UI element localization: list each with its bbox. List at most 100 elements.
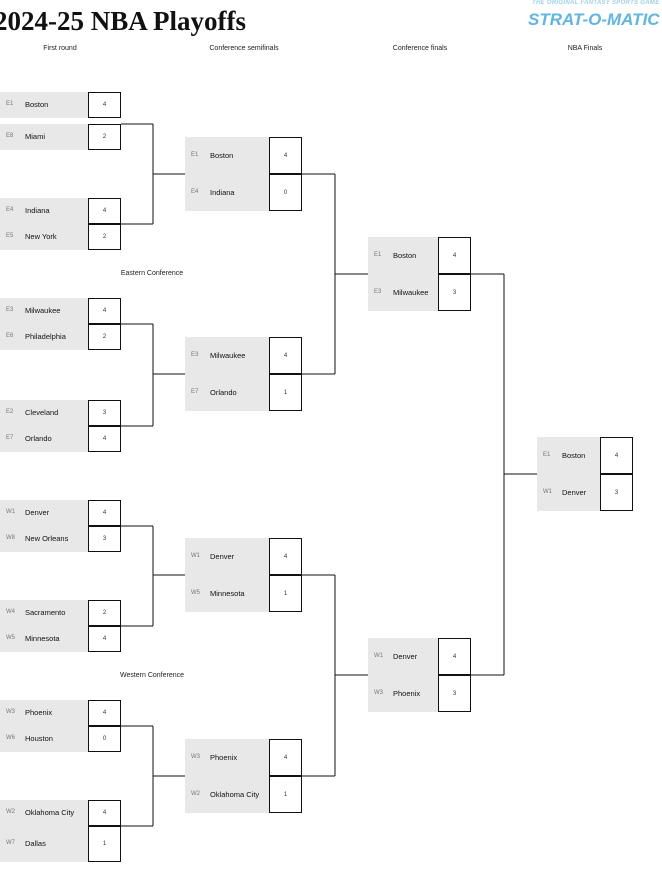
team-score: 0 bbox=[269, 174, 302, 211]
team-slot: W6 Houston bbox=[0, 726, 88, 752]
team-name: Indiana bbox=[25, 206, 50, 215]
team-name: Orlando bbox=[25, 434, 52, 443]
team-slot: W5 Minnesota bbox=[185, 575, 269, 612]
team-score: 2 bbox=[88, 224, 121, 250]
team-name: Orlando bbox=[210, 387, 237, 397]
round-header-finals: NBA Finals bbox=[567, 45, 603, 52]
team-score: 2 bbox=[88, 600, 121, 626]
team-name: Denver bbox=[210, 551, 235, 561]
team-name: Milwaukee bbox=[25, 306, 61, 315]
team-seed: W1 bbox=[374, 652, 383, 659]
team-name: Denver bbox=[562, 487, 587, 497]
logo-brand: STRAT-O-MATIC bbox=[528, 10, 660, 29]
round-header-semis: Conference semifinals bbox=[209, 45, 279, 52]
team-name: Milwaukee bbox=[393, 287, 429, 297]
eastern-conference-label: Eastern Conference bbox=[120, 270, 184, 277]
team-seed: E2 bbox=[6, 409, 14, 415]
team-name: Boston bbox=[210, 150, 234, 160]
team-score: 4 bbox=[88, 626, 121, 652]
team-name: Philadelphia bbox=[25, 332, 66, 341]
team-seed: W1 bbox=[6, 509, 15, 515]
team-name: Sacramento bbox=[25, 608, 66, 617]
team-seed: W3 bbox=[6, 709, 15, 715]
team-name: Houston bbox=[25, 734, 53, 743]
team-name: Denver bbox=[25, 508, 50, 517]
team-slot: E8 Miami bbox=[0, 124, 88, 150]
team-score: 0 bbox=[88, 726, 121, 752]
team-score: 4 bbox=[438, 237, 471, 274]
team-score: 4 bbox=[88, 298, 121, 324]
team-name: Boston bbox=[562, 450, 586, 460]
team-slot: E6 Philadelphia bbox=[0, 324, 88, 350]
team-score: 4 bbox=[88, 500, 121, 526]
team-score: 1 bbox=[88, 826, 121, 862]
team-slot: E7 Orlando bbox=[185, 374, 269, 411]
team-score: 1 bbox=[269, 776, 302, 813]
round-header-first: First round bbox=[43, 45, 77, 52]
team-score: 3 bbox=[438, 675, 471, 712]
team-slot: E1 Boston bbox=[368, 237, 438, 274]
team-name: Oklahoma City bbox=[25, 808, 75, 817]
team-seed: W8 bbox=[6, 535, 15, 541]
logo-tagline: THE ORIGINAL FANTASY SPORTS GAME bbox=[532, 0, 660, 6]
team-seed: E3 bbox=[6, 307, 14, 313]
team-slot: W1 Denver bbox=[185, 538, 269, 575]
team-slot: E1 Boston bbox=[537, 437, 600, 474]
team-seed: E1 bbox=[374, 251, 382, 258]
team-score: 2 bbox=[88, 324, 121, 350]
team-score: 4 bbox=[88, 700, 121, 726]
page-title: 2024-25 NBA Playoffs bbox=[0, 6, 246, 36]
team-score: 3 bbox=[88, 400, 121, 426]
team-slot: W1 Denver bbox=[537, 474, 600, 511]
stratomatic-logo: THE ORIGINAL FANTASY SPORTS GAME STRAT-O… bbox=[518, 0, 662, 34]
team-seed: W2 bbox=[6, 809, 15, 815]
team-seed: E3 bbox=[191, 351, 199, 358]
team-name: Denver bbox=[393, 651, 418, 661]
team-score: 4 bbox=[438, 638, 471, 675]
team-seed: W5 bbox=[6, 635, 15, 641]
team-slot: E3 Milwaukee bbox=[185, 337, 269, 374]
team-score: 2 bbox=[88, 124, 121, 150]
team-name: Minnesota bbox=[210, 588, 245, 598]
team-name: New Orleans bbox=[25, 534, 69, 543]
team-seed: W1 bbox=[191, 552, 200, 559]
team-seed: E7 bbox=[191, 388, 199, 395]
team-score: 4 bbox=[88, 92, 121, 118]
team-seed: W6 bbox=[6, 735, 15, 741]
team-seed: E3 bbox=[374, 288, 382, 295]
team-seed: E8 bbox=[6, 133, 14, 139]
team-seed: E5 bbox=[6, 233, 14, 239]
team-name: Milwaukee bbox=[210, 350, 246, 360]
western-conference-label: Western Conference bbox=[119, 672, 185, 679]
team-seed: W5 bbox=[191, 589, 200, 596]
team-score: 4 bbox=[269, 337, 302, 374]
team-seed: E1 bbox=[543, 451, 551, 458]
team-name: Boston bbox=[25, 100, 49, 109]
team-slot: E3 Milwaukee bbox=[0, 298, 88, 324]
team-score: 4 bbox=[88, 198, 121, 224]
team-slot: W5 Minnesota bbox=[0, 626, 88, 652]
team-seed: E4 bbox=[191, 188, 199, 195]
team-score: 4 bbox=[88, 426, 121, 452]
team-name: Minnesota bbox=[25, 634, 60, 643]
team-name: Boston bbox=[393, 250, 417, 260]
team-seed: E6 bbox=[6, 333, 14, 339]
team-score: 4 bbox=[600, 437, 633, 474]
team-score: 4 bbox=[269, 739, 302, 776]
team-score: 1 bbox=[269, 374, 302, 411]
team-name: Miami bbox=[25, 132, 45, 141]
team-seed: W1 bbox=[543, 488, 552, 495]
team-name: Dallas bbox=[25, 839, 46, 848]
team-seed: E4 bbox=[6, 207, 14, 213]
team-slot: W8 New Orleans bbox=[0, 526, 88, 552]
team-slot: W1 Denver bbox=[0, 500, 88, 526]
